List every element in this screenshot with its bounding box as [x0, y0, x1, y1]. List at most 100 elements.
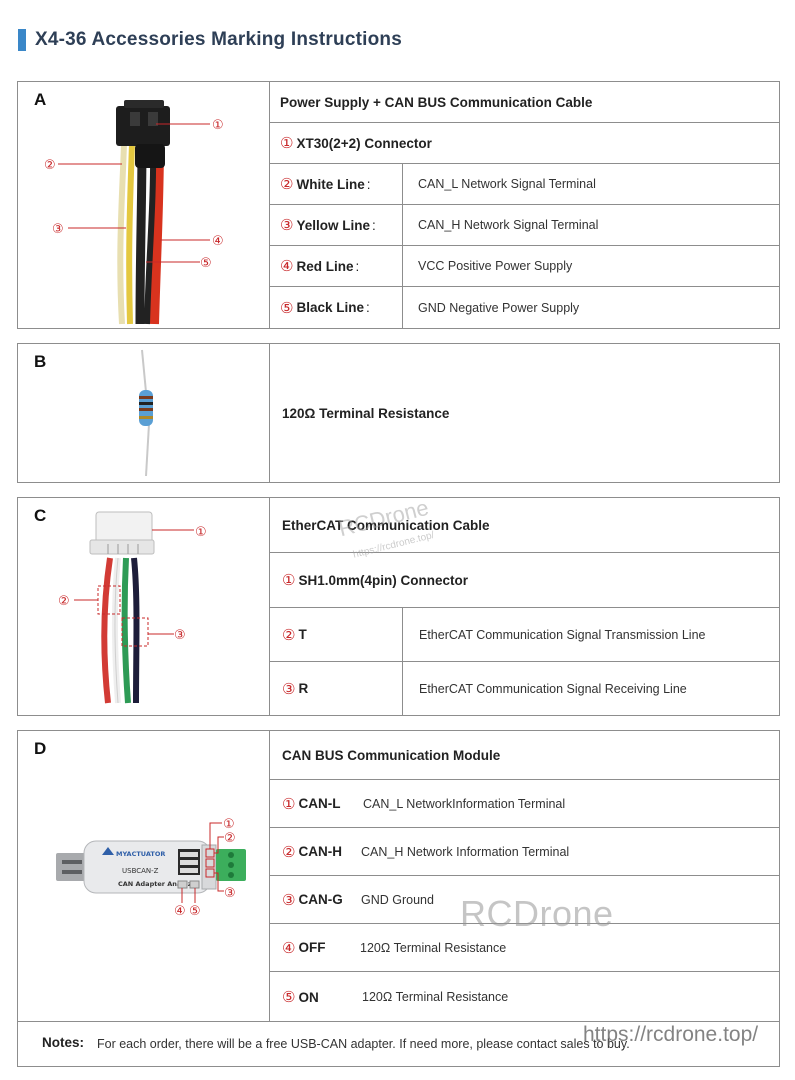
ethercat-cable-image: ① ② ③: [58, 511, 207, 704]
item-number: ④: [280, 258, 294, 275]
section-d-header-row: CAN BUS Communication Module: [270, 731, 779, 780]
section-c-letter: C: [34, 506, 47, 525]
item-description: 120Ω Terminal Resistance: [360, 940, 507, 955]
callout-marker-3: ③: [52, 222, 64, 237]
item-colon: :: [365, 300, 370, 315]
device-name: CAN Adapter Analyzer: [118, 880, 200, 888]
column-divider: [402, 205, 403, 245]
item-label: Red Line: [296, 258, 354, 274]
item-number: ②: [282, 626, 296, 644]
item-number: ③: [282, 680, 296, 698]
page-title: X4-36 Accessories Marking Instructions: [35, 29, 402, 50]
callout-marker-1: ①: [212, 118, 224, 133]
section-c-header: EtherCAT Communication Cable: [282, 517, 490, 533]
section-b-image-cell: B: [18, 344, 270, 482]
callout-marker-2: ②: [58, 594, 70, 609]
callout-marker-3: ③: [174, 628, 186, 643]
item-description: EtherCAT Communication Signal Transmissi…: [419, 627, 706, 642]
item-colon: :: [371, 217, 376, 233]
item-colon: :: [366, 176, 371, 192]
section-a-image-cell: A ① ② ③ ④ ⑤: [18, 82, 270, 328]
callout-marker-2: ②: [44, 158, 56, 173]
callout-box-2: [205, 858, 215, 868]
section-a-connector-row: ① XT30(2+2) Connector: [270, 123, 779, 164]
section-b: B 120Ω Terminal Resistance: [17, 343, 780, 483]
connector-label: XT30(2+2) Connector: [296, 135, 432, 151]
item-description: CAN_L NetworkInformation Terminal: [363, 796, 566, 811]
item-number: ⑤: [282, 989, 296, 1006]
section-a-header-row: Power Supply + CAN BUS Communication Cab…: [270, 82, 779, 123]
device-brand: MYACTUATOR: [116, 850, 165, 858]
item-label: OFF: [298, 940, 326, 955]
page-header: X4-36 Accessories Marking Instructions: [18, 28, 402, 52]
callout-box-3: [121, 617, 149, 647]
section-b-table: 120Ω Terminal Resistance: [270, 344, 779, 482]
resistor-image: [139, 349, 153, 477]
callout-line-3: [214, 872, 224, 892]
item-description: CAN_H Network Information Terminal: [361, 844, 570, 859]
section-a-table: Power Supply + CAN BUS Communication Cab…: [270, 82, 779, 328]
callout-line-1: [209, 822, 222, 849]
item-description: GND Ground: [361, 892, 434, 907]
watermark-brand: RCDrone: [460, 893, 614, 934]
power-can-cable-image: ① ② ③ ④ ⑤: [44, 100, 224, 325]
item-label: Yellow Line: [296, 217, 370, 233]
section-c-header-row: EtherCAT Communication Cable: [270, 498, 779, 553]
item-number: ③: [280, 217, 294, 234]
notes-text: For each order, there will be a free USB…: [97, 1037, 630, 1051]
item-label: CAN-L: [298, 796, 341, 811]
callout-marker-1: ①: [195, 525, 207, 540]
column-divider: [402, 164, 403, 204]
item-description: EtherCAT Communication Signal Receiving …: [419, 681, 687, 696]
connector-number: ①: [282, 572, 296, 589]
item-description: 120Ω Terminal Resistance: [362, 990, 509, 1004]
section-c-image-cell: C ① ② ③: [18, 498, 270, 715]
item-label: ON: [298, 989, 319, 1005]
section-b-letter: B: [34, 352, 47, 371]
section-a-header: Power Supply + CAN BUS Communication Cab…: [280, 94, 593, 110]
item-number: ①: [282, 795, 296, 813]
item-number: ⑤: [280, 299, 294, 317]
section-a-letter: A: [34, 90, 47, 109]
callout-line-2: [214, 836, 224, 854]
section-d-header: CAN BUS Communication Module: [282, 747, 501, 763]
device-model: USBCAN-Z: [122, 867, 159, 875]
callout-marker-5: ⑤: [189, 904, 201, 919]
section-c-connector-row: ① SH1.0mm(4pin) Connector: [270, 553, 779, 608]
section-b-row: 120Ω Terminal Resistance: [270, 344, 779, 482]
section-d-image-cell: D MYACTUATOR USBCAN-Z CAN Adapter Analyz…: [18, 731, 270, 1021]
callout-marker-4: ④: [212, 234, 224, 249]
item-number: ④: [282, 939, 296, 957]
item-label: Black Line: [296, 300, 364, 315]
item-description: GND Negative Power Supply: [418, 300, 580, 315]
callout-marker-4: ④: [174, 904, 186, 919]
callout-marker-5: ⑤: [200, 256, 212, 271]
item-number: ③: [282, 891, 296, 909]
item-label: R: [298, 681, 309, 696]
title-accent-bar: [18, 29, 26, 51]
column-divider: [402, 608, 403, 661]
resistance-label: 120Ω Terminal Resistance: [282, 405, 450, 421]
item-description: CAN_H Network Signal Terminal: [418, 218, 599, 232]
notes-label: Notes:: [42, 1035, 85, 1050]
section-d: D MYACTUATOR USBCAN-Z CAN Adapter Analyz…: [17, 730, 780, 1021]
section-c: C ① ② ③ EtherCAT Communication Cable: [17, 497, 780, 716]
item-number: ②: [280, 176, 294, 193]
column-divider: [402, 287, 403, 328]
callout-marker-1: ①: [223, 817, 235, 832]
section-a: A ① ② ③ ④ ⑤ Power: [17, 81, 780, 329]
item-number: ②: [282, 843, 296, 861]
usb-can-adapter-image: MYACTUATOR USBCAN-Z CAN Adapter Analyzer: [56, 817, 246, 919]
item-description: CAN_L Network Signal Terminal: [418, 177, 596, 191]
